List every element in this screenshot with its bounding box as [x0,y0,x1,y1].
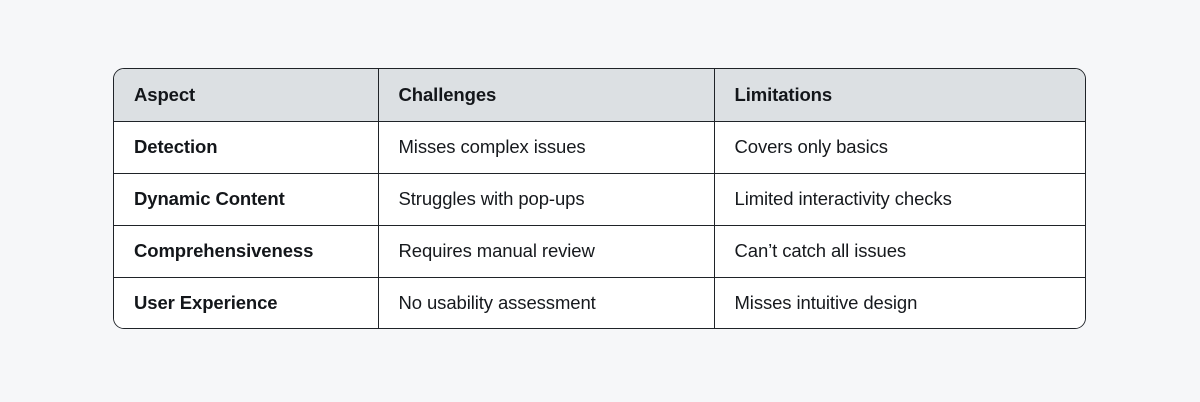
cell-challenges: Struggles with pop-ups [378,173,715,226]
cell-aspect: Dynamic Content [114,173,379,226]
column-header-limitations: Limitations [714,69,1085,122]
table-header: Aspect Challenges Limitations [114,69,1085,122]
cell-aspect: User Experience [114,277,379,328]
table-row: User Experience No usability assessment … [114,277,1085,328]
cell-aspect: Detection [114,121,379,174]
cell-limitations: Covers only basics [714,121,1085,174]
table-row: Comprehensiveness Requires manual review… [114,225,1085,278]
cell-limitations: Misses intuitive design [714,277,1085,328]
table-row: Detection Misses complex issues Covers o… [114,121,1085,174]
comparison-table: Aspect Challenges Limitations Detection … [113,68,1086,329]
cell-challenges: Requires manual review [378,225,715,278]
table: Aspect Challenges Limitations Detection … [114,69,1085,328]
column-header-challenges: Challenges [378,69,715,122]
table-header-row: Aspect Challenges Limitations [114,69,1085,122]
cell-limitations: Limited interactivity checks [714,173,1085,226]
cell-aspect: Comprehensiveness [114,225,379,278]
column-header-aspect: Aspect [114,69,379,122]
cell-challenges: Misses complex issues [378,121,715,174]
cell-challenges: No usability assessment [378,277,715,328]
cell-limitations: Can’t catch all issues [714,225,1085,278]
table-body: Detection Misses complex issues Covers o… [114,121,1085,328]
table-row: Dynamic Content Struggles with pop-ups L… [114,173,1085,226]
